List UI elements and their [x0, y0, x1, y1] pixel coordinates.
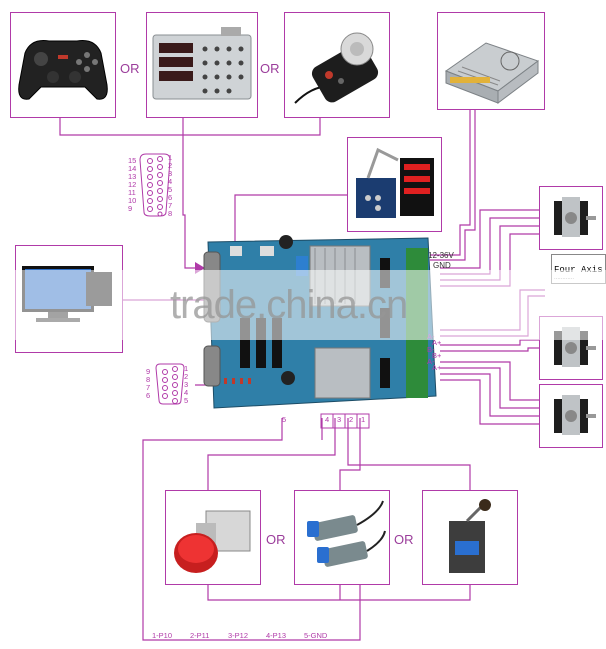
axis-signal-label: A+ [432, 363, 442, 372]
proximity-sensor-panel [294, 490, 390, 585]
pin-number: 1 [168, 153, 173, 162]
input-terminal-label: 4 [325, 415, 330, 424]
pin-number: 15 [128, 156, 137, 165]
pin-number: 12 [128, 180, 137, 189]
pin-number: 1 [184, 364, 189, 373]
pin-map-entry: 3-P12 [228, 631, 249, 640]
emergency-stop-button-image [174, 510, 251, 573]
input-terminal-label: 5 [282, 415, 287, 424]
control-panel-box [146, 12, 258, 118]
or-label: OR [266, 532, 286, 547]
power-gnd-label: GND [433, 261, 451, 270]
axis-signal-label: A+ [432, 338, 442, 347]
gamepad-panel [10, 12, 116, 118]
axis-signal-label: A- [427, 357, 435, 366]
display-module-image [356, 147, 434, 218]
input-terminal-label: 3 [337, 415, 342, 424]
pin-number: 8 [146, 375, 151, 384]
db15-connector-icon [139, 153, 171, 217]
axis-signal-label: B- [427, 345, 435, 354]
pin-number: 4 [184, 388, 189, 397]
pin-number: 6 [146, 391, 151, 400]
pin-number: 9 [128, 204, 133, 213]
pin-number: 5 [168, 185, 173, 194]
pin-number: 6 [168, 193, 173, 202]
input-terminal-block-icon [320, 413, 370, 429]
power-supply-panel [437, 12, 545, 110]
pin-number: 7 [168, 201, 173, 210]
pin-number: 4 [168, 177, 173, 186]
display-module-panel [347, 137, 442, 232]
pin-number: 2 [168, 161, 173, 170]
watermark-text: trade.china.cn [170, 283, 408, 327]
pin-number: 10 [128, 196, 137, 205]
emergency-stop-panel [165, 490, 261, 585]
or-label: OR [120, 61, 140, 76]
limit-switch-image [449, 499, 491, 573]
pin-map-entry: 2-P11 [190, 631, 210, 640]
pin-number: 3 [184, 380, 189, 389]
handwheel-panel [284, 12, 390, 118]
input-pin-map: 1-P10 2-P11 3-P12 4-P13 5-GND [152, 631, 352, 643]
pin-number: 14 [128, 164, 137, 173]
power-supply-image [444, 42, 540, 104]
pin-number: 5 [184, 396, 189, 405]
db9-connector-icon [155, 363, 185, 405]
limit-switch-panel [422, 490, 518, 585]
power-voltage-label: 12-36V [428, 251, 454, 260]
control-panel-image [152, 27, 252, 100]
pin-map-entry: 5-GND [304, 631, 328, 640]
pin-number: 2 [184, 372, 189, 381]
stepper-motor-icon [554, 197, 596, 237]
pin-number: 8 [168, 209, 173, 218]
input-terminal-label: 1 [361, 415, 366, 424]
pin-number: 13 [128, 172, 137, 181]
pin-number: 3 [168, 169, 173, 178]
stepper-motor-a-panel [539, 384, 603, 448]
or-label: OR [394, 532, 414, 547]
stepper-motor-icon [554, 395, 596, 435]
stepper-motor-x-panel [539, 186, 603, 250]
pin-number: 11 [128, 188, 136, 197]
pin-map-entry: 1-P10 [152, 631, 173, 640]
input-terminal-label: 2 [349, 415, 354, 424]
pin-number: 7 [146, 383, 151, 392]
mpg-handwheel-image [294, 32, 379, 104]
axis-signal-label: B+ [432, 351, 442, 360]
pin-number: 9 [146, 367, 151, 376]
watermark-band [0, 270, 606, 340]
proximity-sensor-image [307, 500, 386, 567]
or-label: OR [260, 61, 280, 76]
gamepad-image [18, 40, 108, 100]
pin-map-entry: 4-P13 [266, 631, 287, 640]
